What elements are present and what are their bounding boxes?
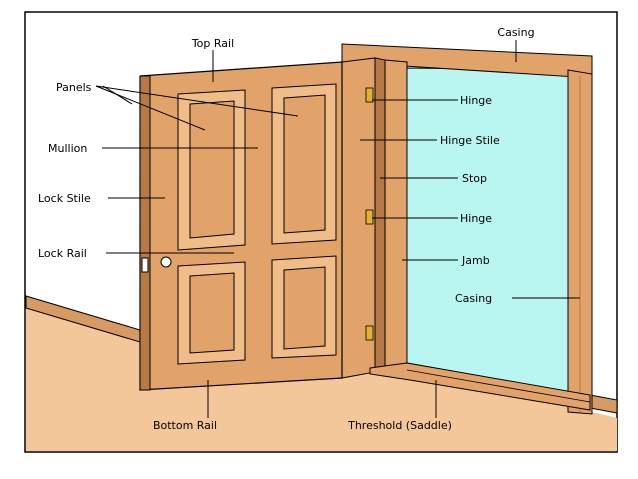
label-top-rail: Top Rail [191, 37, 234, 50]
leader-panels-2 [95, 85, 299, 117]
panel-lower-right-inner [283, 266, 326, 350]
label-casing-side: Casing [455, 292, 492, 305]
label-stop: Stop [462, 172, 487, 185]
stop [374, 57, 386, 370]
panel-lower-left-inner [189, 272, 235, 354]
hinge-middle [365, 209, 374, 225]
panel-upper-left-inner [189, 100, 235, 239]
hinge-upper [365, 87, 374, 103]
label-bottom-rail: Bottom Rail [153, 419, 217, 432]
panel-upper-right-inner [283, 94, 326, 234]
label-threshold: Threshold (Saddle) [347, 419, 452, 432]
hinge-lower [365, 325, 374, 341]
door-knob [160, 256, 172, 268]
label-jamb: Jamb [461, 254, 490, 267]
label-hinge-upper: Hinge [460, 94, 492, 107]
label-hinge-stile: Hinge Stile [440, 134, 500, 147]
label-lock-stile: Lock Stile [38, 192, 91, 205]
threshold [369, 362, 591, 411]
leader-panels-3 [102, 85, 133, 105]
label-panels: Panels [56, 81, 92, 94]
label-lock-rail: Lock Rail [38, 247, 87, 260]
lock-edge [139, 75, 151, 391]
leader-lines [95, 40, 580, 418]
label-hinge-lower: Hinge [460, 212, 492, 225]
lock-plate [141, 257, 149, 273]
label-casing-top: Casing [497, 26, 534, 39]
label-mullion: Mullion [48, 142, 87, 155]
jamb [384, 59, 408, 368]
door-opening [406, 67, 569, 393]
